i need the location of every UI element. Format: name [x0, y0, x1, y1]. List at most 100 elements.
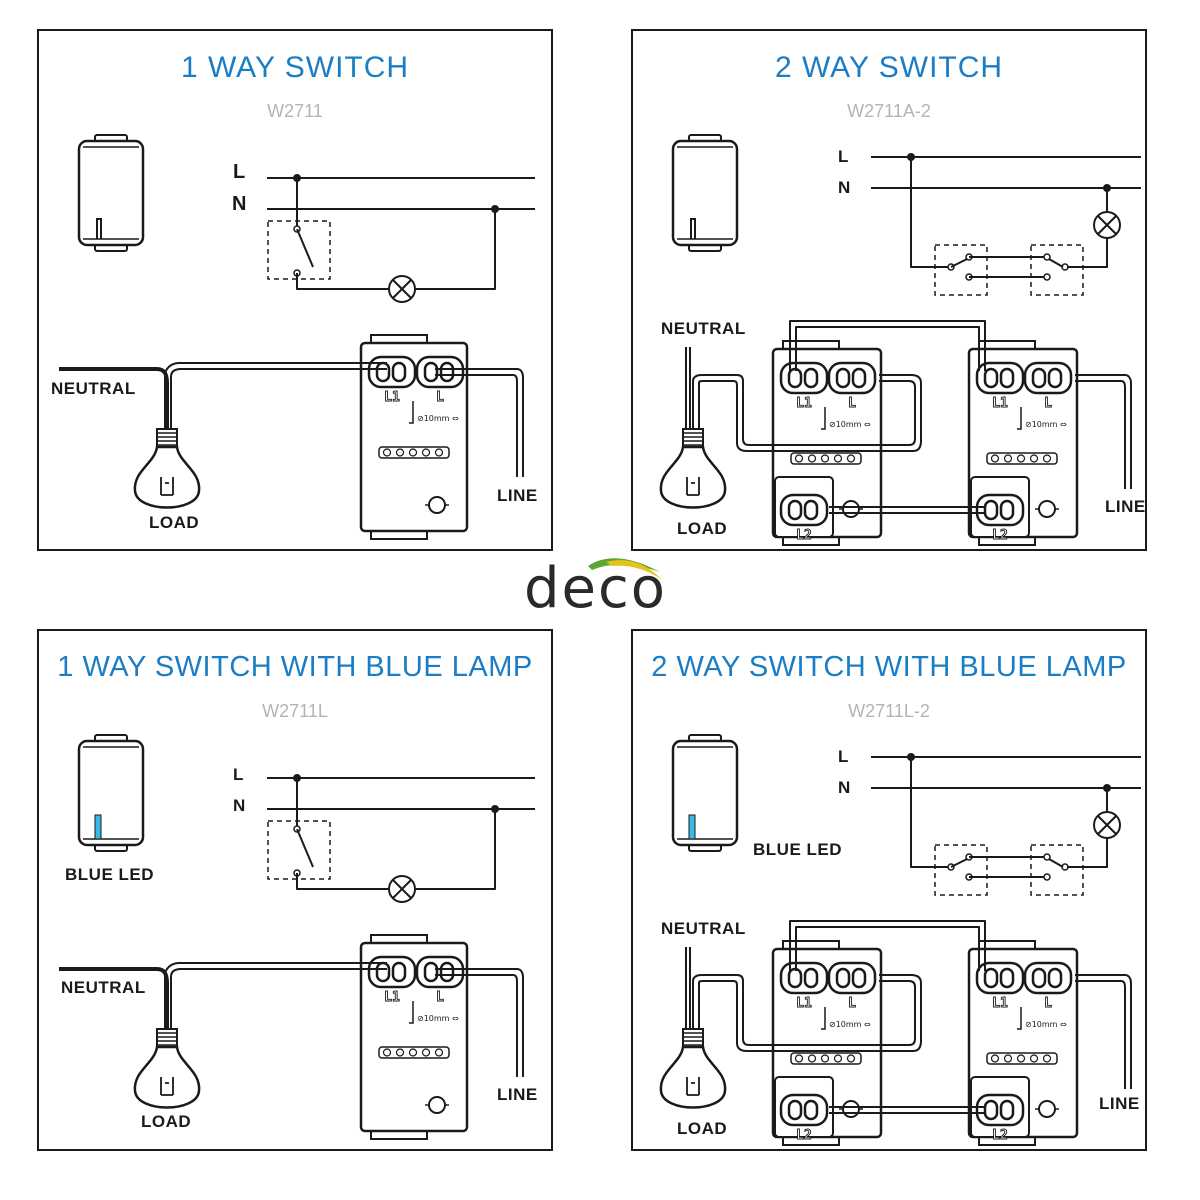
model-number: W2711: [267, 101, 323, 121]
line-label: LINE: [497, 486, 538, 505]
neutral-bus-label: N: [838, 778, 851, 797]
switch-enclosure: [267, 820, 331, 880]
live-label: L: [838, 747, 849, 766]
screw-icon: [1038, 1100, 1056, 1118]
switch-module: L1 L ⊘10mm ⇔: [359, 334, 469, 540]
live-label: L: [233, 765, 244, 784]
load-label: LOAD: [149, 513, 200, 532]
traveler-wire: [789, 920, 986, 971]
wire: [910, 157, 949, 268]
model-number: W2711L: [262, 701, 328, 721]
load-label: LOAD: [141, 1112, 192, 1131]
terminal-block-icon: L: [415, 355, 465, 405]
line-wire: [1075, 380, 1126, 489]
clearance-label: ⊘10mm ⇔: [1025, 420, 1067, 429]
line-wire: [1075, 980, 1126, 1089]
bulb-icon: [659, 428, 727, 509]
traveler-wire: [795, 926, 980, 971]
line-label: LINE: [1099, 1094, 1140, 1113]
switch-contact: [950, 258, 968, 268]
terminal-block-icon: L2: [779, 1093, 829, 1143]
switch-contact: [296, 228, 314, 268]
line-wire: [435, 374, 518, 477]
neutral-bus-label: N: [232, 193, 247, 215]
terminal-label: L: [848, 396, 856, 411]
wire: [415, 809, 496, 890]
load-wire: [698, 974, 922, 1052]
panel-title: 1 WAY SWITCH: [180, 51, 410, 84]
terminal-block-icon: L1: [975, 961, 1025, 1011]
blue-led-indicator: [94, 814, 102, 840]
panel-title: 2 WAY SWITCH: [774, 51, 1004, 84]
blue-led-label: BLUE LED: [65, 865, 154, 884]
terminal-label: L1: [992, 396, 1008, 411]
terminal-block-icon: L: [415, 955, 465, 1005]
switch-contact: [1048, 858, 1064, 868]
clearance-label: ⊘10mm ⇔: [417, 414, 459, 423]
line-label: LINE: [1105, 497, 1146, 516]
screw-icon: [842, 1100, 860, 1118]
line-wire: [435, 968, 524, 1077]
terminal-label: L1: [992, 996, 1008, 1011]
terminal-block-icon: L1: [975, 361, 1025, 411]
neutral-label: NEUTRAL: [661, 919, 746, 938]
terminal-label: L: [436, 390, 444, 405]
load-wire: [170, 368, 387, 431]
wire: [1067, 838, 1108, 868]
one-way-circuit: L1 L ⊘10mm ⇔: [59, 734, 535, 1140]
terminal-label: L: [848, 996, 856, 1011]
neutral-label: NEUTRAL: [661, 319, 746, 338]
line-label: LINE: [497, 1085, 538, 1104]
terminal-label: L1: [384, 390, 400, 405]
load-wire: [692, 974, 916, 1046]
load-wire: [164, 962, 387, 1031]
bulb-icon: [659, 1028, 727, 1109]
switch-module: L1 L ⊘10mm ⇔ L2: [967, 940, 1079, 1146]
leaf-swoosh-icon: [588, 558, 662, 580]
bulb-icon: [133, 1028, 201, 1109]
traveler-wire: [795, 326, 980, 371]
terminal-block-icon: L2: [975, 1093, 1025, 1143]
contact-point: [1043, 853, 1051, 861]
load-wire: [698, 374, 922, 452]
load-label: LOAD: [677, 1119, 728, 1138]
switch-contact: [1048, 258, 1064, 268]
terminal-label: L1: [384, 990, 400, 1005]
wire: [296, 873, 389, 890]
line-wire: [1075, 374, 1132, 489]
live-label: L: [233, 161, 246, 183]
one-way-circuit: L1 L ⊘10mm ⇔: [59, 134, 535, 540]
clearance-label: ⊘10mm ⇔: [829, 420, 871, 429]
live-label: L: [838, 147, 849, 166]
blue-led-indicator: [688, 814, 696, 840]
logo-text: deco: [524, 556, 668, 621]
lamp-icon: [1093, 211, 1121, 239]
clearance-label: ⊘10mm ⇔: [1025, 1020, 1067, 1029]
wire: [1067, 238, 1108, 268]
wire: [296, 273, 389, 290]
terminal-block-icon: L: [827, 961, 877, 1011]
wire: [415, 209, 496, 290]
terminal-block-icon: L: [1023, 361, 1073, 411]
switch-body-icon: [671, 734, 739, 852]
model-number: W2711L-2: [848, 701, 930, 721]
terminal-label: L1: [796, 996, 812, 1011]
terminal-block-icon: L: [1023, 961, 1073, 1011]
model-number: W2711A-2: [847, 101, 931, 121]
wiring-diagram: L1 L ⊘10mm ⇔: [59, 134, 535, 540]
switch-body-icon: [77, 734, 145, 852]
lamp-icon: [1093, 811, 1121, 839]
neutral-bus-label: N: [838, 178, 851, 197]
switch-enclosure: [934, 244, 988, 296]
neutral-cable: [59, 367, 169, 429]
clearance-label: ⊘10mm ⇔: [417, 1014, 459, 1023]
terminal-block-icon: L1: [367, 955, 417, 1005]
